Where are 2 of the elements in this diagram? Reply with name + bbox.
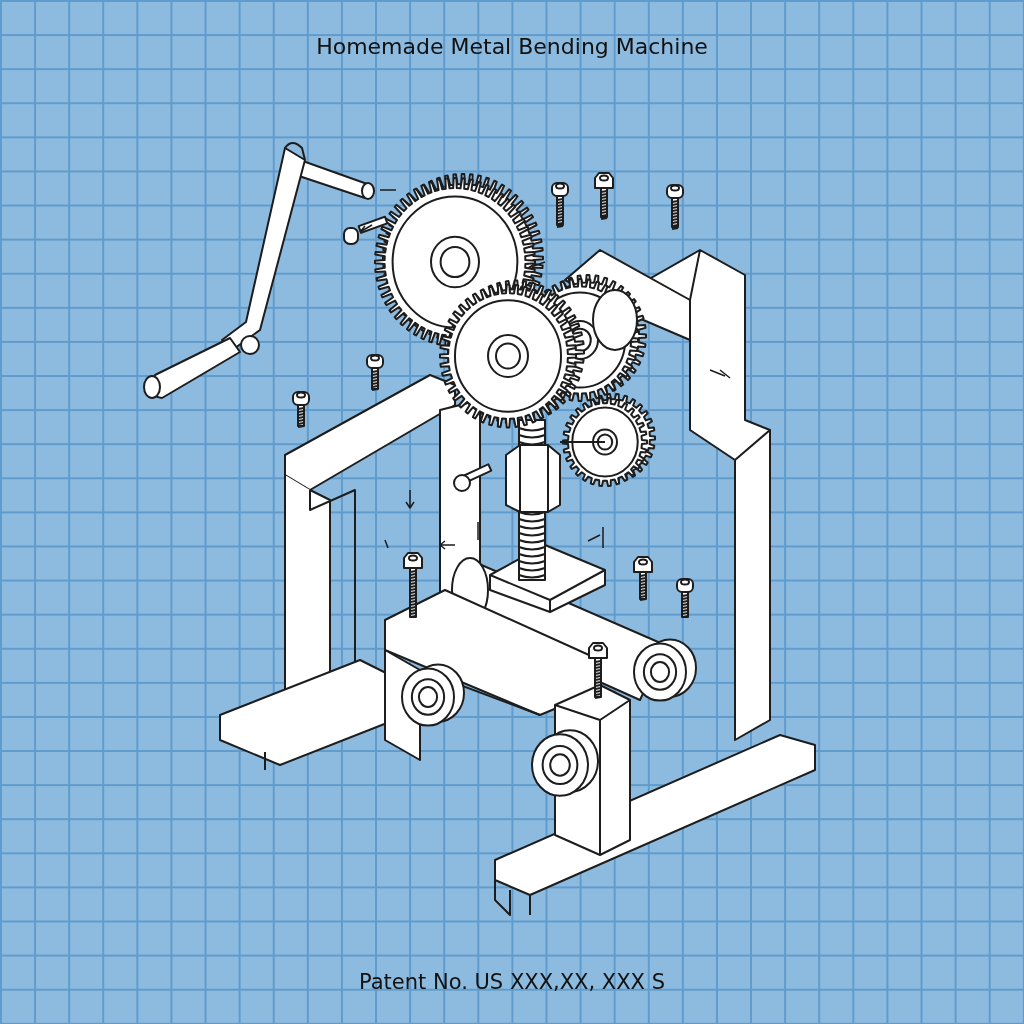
caption: Patent No. US XXX,XX, XXX S xyxy=(359,970,665,994)
title: Homemade Metal Bending Machine xyxy=(316,34,708,59)
